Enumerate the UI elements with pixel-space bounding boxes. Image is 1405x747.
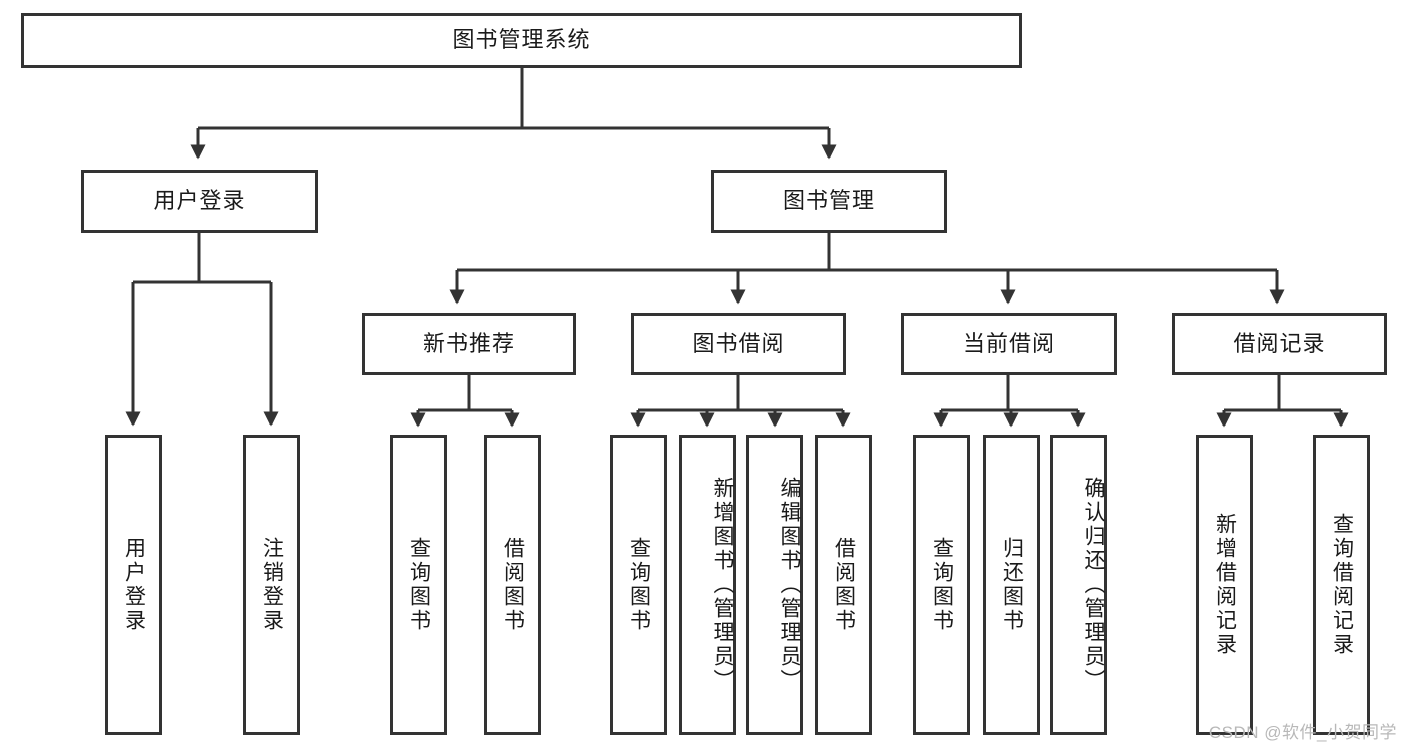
node-user-logout-action[interactable]: 注销登录 bbox=[243, 435, 300, 735]
node-add-book-admin[interactable]: 新增图书（管理员） bbox=[679, 435, 736, 735]
node-book-borrow-label: 图书借阅 bbox=[692, 330, 785, 356]
node-query-book-3-label: 查询图书 bbox=[930, 537, 954, 633]
node-edit-book-admin[interactable]: 编辑图书（管理员） bbox=[746, 435, 803, 735]
node-new-book-recommend-label: 新书推荐 bbox=[422, 330, 515, 356]
node-user-login-label: 用户登录 bbox=[153, 188, 246, 214]
node-query-book-1-label: 查询图书 bbox=[407, 537, 431, 633]
node-add-borrow-record[interactable]: 新增借阅记录 bbox=[1196, 435, 1253, 735]
node-root[interactable]: 图书管理系统 bbox=[21, 13, 1022, 68]
node-current-borrow[interactable]: 当前借阅 bbox=[901, 313, 1117, 375]
node-return-book-label: 归还图书 bbox=[1000, 537, 1024, 633]
node-return-book[interactable]: 归还图书 bbox=[983, 435, 1040, 735]
node-query-book-2-label: 查询图书 bbox=[627, 537, 651, 633]
node-query-book-1[interactable]: 查询图书 bbox=[390, 435, 447, 735]
node-current-borrow-label: 当前借阅 bbox=[962, 330, 1055, 356]
node-query-borrow-record[interactable]: 查询借阅记录 bbox=[1313, 435, 1370, 735]
node-add-borrow-record-label: 新增借阅记录 bbox=[1213, 513, 1237, 657]
node-query-book-2[interactable]: 查询图书 bbox=[610, 435, 667, 735]
node-borrow-record[interactable]: 借阅记录 bbox=[1172, 313, 1387, 375]
node-query-book-3[interactable]: 查询图书 bbox=[913, 435, 970, 735]
node-user-login[interactable]: 用户登录 bbox=[81, 170, 318, 233]
node-borrow-record-label: 借阅记录 bbox=[1233, 330, 1326, 356]
node-user-login-action-label: 用户登录 bbox=[122, 537, 146, 633]
watermark: CSDN @软件_小贺同学 bbox=[1208, 723, 1397, 742]
node-borrow-book-1[interactable]: 借阅图书 bbox=[484, 435, 541, 735]
node-confirm-return-admin-label: 确认归还（管理员） bbox=[1082, 477, 1105, 693]
node-user-logout-action-label: 注销登录 bbox=[260, 537, 284, 633]
node-new-book-recommend[interactable]: 新书推荐 bbox=[362, 313, 576, 375]
node-confirm-return-admin[interactable]: 确认归还（管理员） bbox=[1050, 435, 1107, 735]
node-edit-book-admin-label: 编辑图书（管理员） bbox=[778, 477, 801, 693]
node-user-login-action[interactable]: 用户登录 bbox=[105, 435, 162, 735]
node-borrow-book-2-label: 借阅图书 bbox=[832, 537, 856, 633]
node-borrow-book-2[interactable]: 借阅图书 bbox=[815, 435, 872, 735]
node-add-book-admin-label: 新增图书（管理员） bbox=[711, 477, 734, 693]
node-book-management[interactable]: 图书管理 bbox=[711, 170, 947, 233]
node-book-management-label: 图书管理 bbox=[782, 188, 875, 214]
node-book-borrow[interactable]: 图书借阅 bbox=[631, 313, 846, 375]
node-query-borrow-record-label: 查询借阅记录 bbox=[1330, 513, 1354, 657]
node-root-label: 图书管理系统 bbox=[452, 27, 591, 53]
node-borrow-book-1-label: 借阅图书 bbox=[501, 537, 525, 633]
